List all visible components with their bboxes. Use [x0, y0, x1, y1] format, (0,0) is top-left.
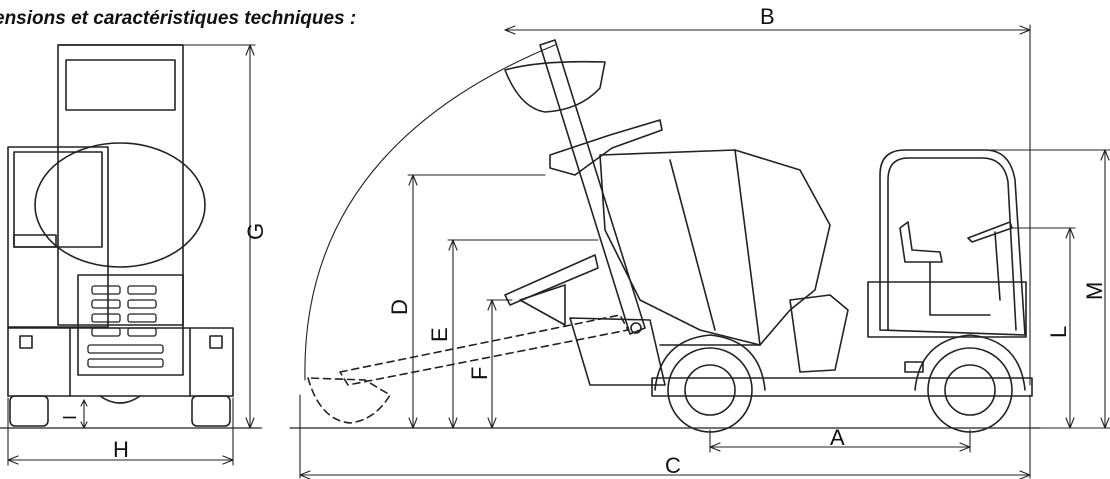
label-H: H [113, 437, 129, 462]
loading-arm [539, 39, 646, 335]
front-mast-frame [57, 44, 184, 326]
label-L: L [1046, 326, 1071, 338]
steering-wheel [967, 221, 1013, 243]
label-G: G [243, 223, 268, 240]
label-E: E [427, 327, 452, 342]
label-D: D [387, 299, 412, 315]
swing-arc [304, 44, 556, 381]
raised-bucket [504, 60, 606, 113]
front-radiator [77, 274, 184, 376]
front-drum [34, 142, 206, 268]
side-chassis [651, 377, 1033, 397]
side-view [289, 39, 1041, 433]
front-chassis [7, 327, 234, 397]
front-mast-panel [65, 59, 176, 111]
side-dimensions [299, 24, 1110, 479]
diagram-title: ensions et caractéristiques techniques : [0, 8, 357, 29]
front-right-light [209, 335, 223, 349]
drum-chute [549, 119, 663, 176]
engine-body [867, 281, 1027, 338]
label-A: A [830, 425, 845, 450]
label-B: B [760, 4, 775, 29]
front-dimensions [7, 44, 263, 466]
front-right-wheel [191, 395, 231, 427]
lowered-bucket-dashed [307, 314, 629, 424]
label-C: C [665, 453, 681, 478]
front-left-wheel [9, 395, 49, 427]
seat [899, 221, 943, 263]
dimension-labels: B C A H G D E F I L M [60, 4, 1107, 478]
front-wheel [927, 347, 1013, 433]
front-left-light [19, 335, 33, 349]
label-F: F [467, 367, 492, 380]
label-I: I [60, 415, 80, 420]
front-view [0, 44, 261, 429]
front-cab [7, 146, 109, 328]
label-M: M [1082, 282, 1107, 300]
rear-wheel [667, 347, 753, 433]
front-grille [87, 285, 164, 368]
discharge-spout [504, 254, 599, 306]
mixer-drum [599, 149, 831, 346]
